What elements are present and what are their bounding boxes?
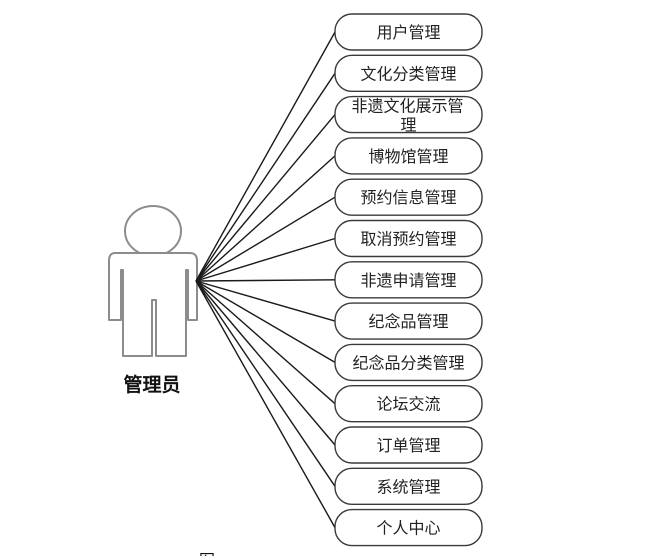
association-line [195, 196, 336, 282]
association-line [195, 72, 336, 282]
use-case-box: 预约信息管理 [334, 178, 483, 216]
use-case-shape [334, 508, 483, 547]
use-case-box: 文化分类管理 [334, 54, 483, 92]
use-case-shape [334, 467, 483, 505]
use-case-box: 用户管理 [334, 13, 483, 51]
use-case-label: 订单管理 [376, 436, 440, 455]
actor-head [124, 205, 182, 257]
use-case-shape [334, 54, 483, 92]
use-case-label: 非遗文化展示管 [351, 97, 463, 116]
use-case-shape [334, 178, 483, 216]
use-case-label: 纪念品管理 [368, 312, 448, 331]
use-case-shape [334, 302, 483, 340]
use-case-box: 博物馆管理 [334, 137, 483, 175]
use-case-box: 个人中心 [334, 508, 483, 547]
actor-body [108, 252, 198, 357]
association-line [195, 280, 336, 322]
use-case-shape [334, 13, 483, 51]
use-case-label: 文化分类管理 [360, 64, 456, 83]
use-case-label: 取消预约管理 [360, 230, 456, 249]
use-case-box: 系统管理 [334, 467, 483, 505]
use-case-box: 论坛交流 [334, 385, 483, 423]
use-case-shape [334, 137, 483, 175]
use-case-box: 订单管理 [334, 426, 483, 464]
association-line [195, 280, 336, 364]
actor-label: 管理员 [123, 373, 180, 396]
use-case-box: 纪念品管理 [334, 302, 483, 340]
actor-figure [108, 205, 198, 357]
association-line [195, 279, 336, 282]
use-case-label: 预约信息管理 [360, 188, 456, 207]
association-line [195, 280, 336, 405]
use-case-label: 用户管理 [376, 23, 440, 42]
use-case-box: 非遗申请管理 [334, 261, 483, 299]
use-case-label: 论坛交流 [376, 395, 440, 414]
use-case-label: 纪念品分类管理 [352, 353, 464, 372]
use-case-shape [334, 95, 483, 134]
use-case-label: 系统管理 [376, 477, 440, 496]
use-case-list: 用户管理文化分类管理非遗文化展示管理博物馆管理预约信息管理取消预约管理非遗申请管… [334, 13, 483, 547]
use-case-shape [334, 343, 483, 382]
association-line [195, 114, 336, 282]
use-case-shape [334, 426, 483, 464]
use-case-shape [334, 261, 483, 299]
association-line [195, 237, 336, 282]
use-case-label: 博物馆管理 [368, 147, 448, 166]
use-case-label: 个人中心 [376, 519, 440, 538]
association-line [195, 155, 336, 282]
figure-caption: 图 [199, 551, 215, 556]
use-case-box: 取消预约管理 [334, 219, 483, 258]
use-case-shape [334, 385, 483, 423]
association-line [195, 280, 336, 446]
use-case-label: 非遗申请管理 [360, 271, 456, 290]
association-lines [195, 31, 336, 528]
use-case-box: 纪念品分类管理 [334, 343, 483, 382]
association-line [195, 31, 336, 282]
association-line [195, 280, 336, 487]
use-case-label: 理 [400, 116, 416, 135]
use-case-shape [334, 219, 483, 258]
association-line [195, 280, 336, 528]
